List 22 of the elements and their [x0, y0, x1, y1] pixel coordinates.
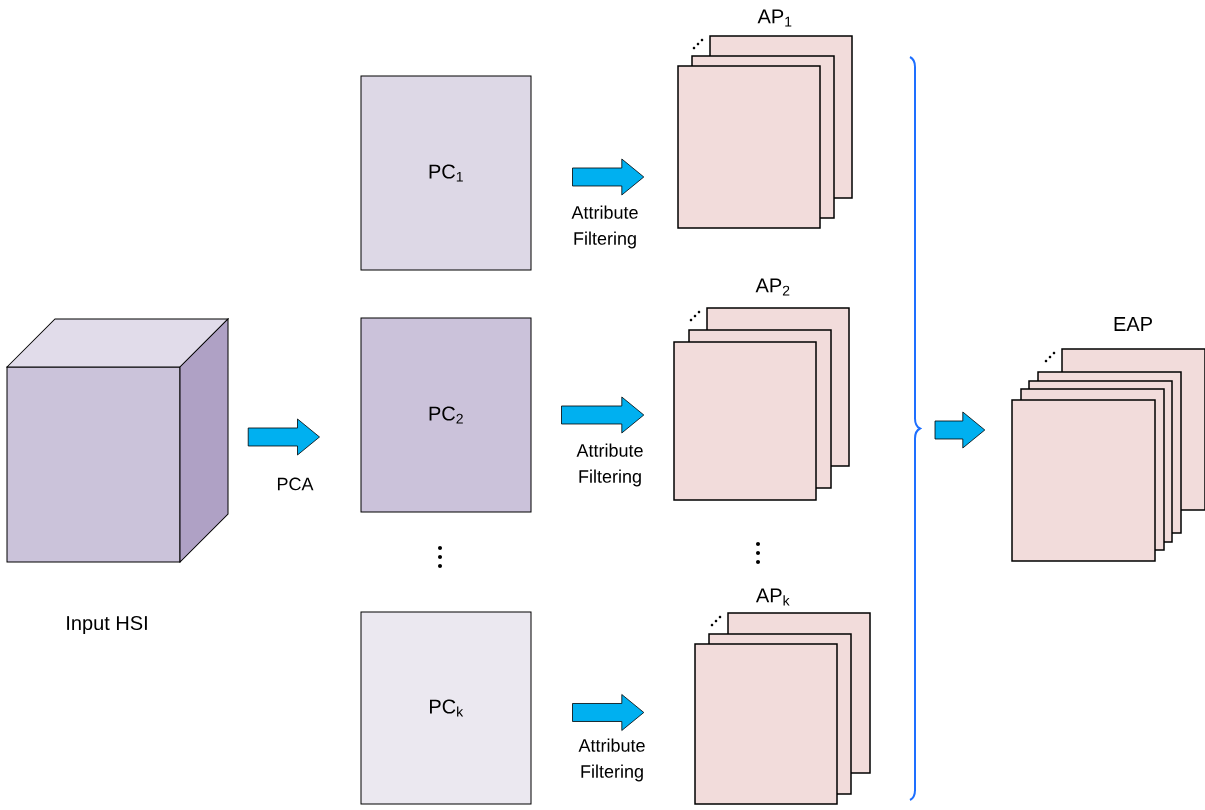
component-box: PC$_{k}$: [360, 611, 532, 805]
caption-label: AP$_{1}$: [757, 9, 792, 27]
block-arrow: [561, 396, 645, 434]
edge-label: Attribute Filtering: [576, 443, 643, 487]
edge-label: Attribute Filtering: [571, 205, 638, 249]
image-stack: [1011, 348, 1205, 562]
component-box: PC$_{2}$: [360, 317, 532, 513]
image-stack: [673, 307, 850, 501]
block-arrow: [572, 158, 645, 196]
image-stack: [677, 35, 853, 229]
caption-label: AP$_{2}$: [755, 278, 790, 296]
caption-label: AP$_{k}$: [755, 588, 790, 606]
edge-label: PCA: [278, 477, 314, 491]
component-box: PC$_{1}$: [360, 75, 532, 271]
caption-label: Input HSI: [67, 615, 147, 635]
block-arrow: [572, 694, 645, 731]
image-stack: [694, 612, 871, 805]
block-arrow: [934, 411, 986, 449]
block-arrow: [247, 418, 320, 456]
edge-label: Attribute Filtering: [578, 738, 645, 782]
caption-label: EAP: [1114, 317, 1152, 331]
cube-drawing: [6, 318, 229, 563]
